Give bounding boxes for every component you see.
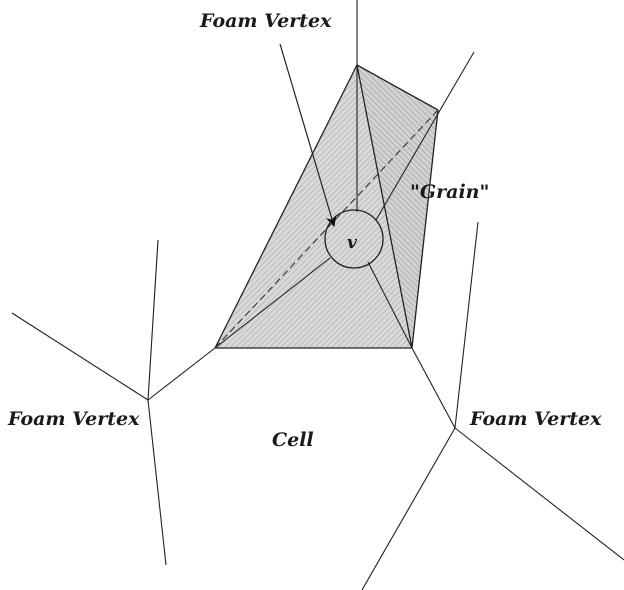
left-foam-vertex-edges (11, 239, 216, 566)
label-foam-vertex-top: Foam Vertex (199, 10, 332, 32)
label-grain: "Grain" (410, 181, 489, 203)
central-vertex-edges (214, 0, 475, 349)
label-cell: Cell (272, 429, 314, 451)
right-foam-vertex-edges (361, 221, 624, 590)
vertex-v-circle (324, 209, 384, 269)
label-foam-vertex-right: Foam Vertex (469, 408, 602, 430)
foam-vertex-pointer-arrow (279, 43, 337, 228)
label-vertex-v: v (347, 233, 358, 253)
grain-face-right (357, 65, 438, 348)
grain-face-left (215, 65, 412, 348)
label-foam-vertex-left: Foam Vertex (7, 408, 140, 430)
